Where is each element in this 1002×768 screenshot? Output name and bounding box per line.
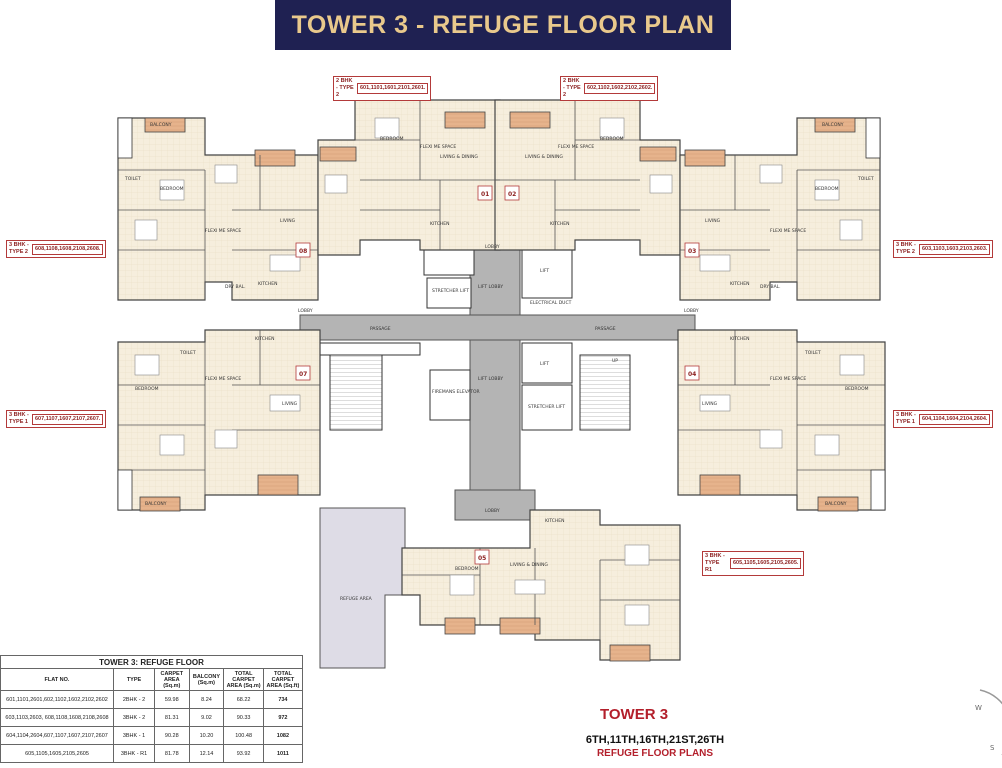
flat-02-footprint bbox=[494, 99, 681, 256]
label-lobby-top: LOBBY bbox=[485, 244, 500, 250]
label-electrical-duct: ELECTRICAL DUCT bbox=[530, 300, 572, 306]
label-lobby-right: LOBBY bbox=[684, 308, 699, 314]
header-total-sqft: TOTAL CARPET AREA (Sq.ft) bbox=[262, 668, 304, 691]
flat-number-05: 05 bbox=[478, 555, 486, 562]
flat-number-04: 04 bbox=[688, 371, 696, 378]
area-table-title: TOWER 3: REFUGE FLOOR bbox=[0, 655, 303, 669]
label-passage-right: PASSAGE bbox=[595, 326, 616, 332]
header-balcony: BALCONY (Sq.m) bbox=[188, 668, 225, 691]
flat-number-03: 03 bbox=[688, 248, 696, 255]
label-bedroom-07: BEDROOM bbox=[135, 386, 159, 392]
label-living-08: LIVING bbox=[280, 218, 296, 224]
header-total-sqm: TOTAL CARPET AREA (Sq.m) bbox=[223, 668, 264, 691]
label-dry-bal-08: DRY BAL. bbox=[225, 284, 246, 290]
label-bedroom-01: BEDROOM bbox=[380, 136, 404, 142]
label-bedroom-08: BEDROOM bbox=[160, 186, 184, 192]
furniture bbox=[134, 117, 865, 626]
label-flexi-02: FLEXI ME SPACE bbox=[558, 144, 594, 150]
label-dry-bal-03: DRY BAL. bbox=[760, 284, 781, 290]
label-kitchen-01: KITCHEN bbox=[430, 221, 450, 227]
label-up: UP bbox=[612, 358, 618, 364]
label-kitchen-05: KITCHEN bbox=[545, 518, 565, 524]
label-bedroom-03: BEDROOM bbox=[815, 186, 839, 192]
flat-number-07: 07 bbox=[299, 371, 307, 378]
flat-08-footprint bbox=[117, 117, 319, 301]
label-living-03: LIVING bbox=[705, 218, 721, 224]
header-carpet-area: CARPET AREA (Sq.m) bbox=[154, 668, 190, 691]
label-lobby-left: LOBBY bbox=[298, 308, 313, 314]
label-balcony-03: BALCONY bbox=[822, 122, 844, 128]
label-passage-left: PASSAGE bbox=[370, 326, 391, 332]
flat-03-footprint bbox=[679, 117, 881, 301]
plan-subtitle: REFUGE FLOOR PLANS bbox=[596, 748, 714, 759]
unit-tag-605: 3 BHK - TYPE R1605,1105,1605,2105,2605. bbox=[702, 551, 805, 576]
unit-tag-608: 3 BHK - TYPE 2608,1108,1608,2108,2608. bbox=[6, 240, 107, 258]
label-flexi-07: FLEXI ME SPACE bbox=[205, 376, 241, 382]
compass-icon: W S bbox=[975, 689, 1002, 755]
label-toilet-04: TOILET bbox=[804, 350, 821, 356]
page-title: TOWER 3 - REFUGE FLOOR PLAN bbox=[291, 10, 715, 39]
flat-number-08: 08 bbox=[299, 248, 307, 255]
label-kitchen-07: KITCHEN bbox=[255, 336, 275, 342]
label-balcony-07: BALCONY bbox=[145, 501, 167, 507]
label-lift-1: LIFT bbox=[540, 268, 549, 274]
label-kitchen-04: KITCHEN bbox=[730, 336, 750, 342]
label-kitchen-08: KITCHEN bbox=[258, 281, 278, 287]
label-living-dining-05: LIVING & DINING bbox=[510, 562, 548, 568]
balconies bbox=[139, 111, 859, 662]
label-flexi-04: FLEXI ME SPACE bbox=[770, 376, 806, 382]
label-living-dining-02: LIVING & DINING bbox=[525, 154, 563, 160]
label-lobby-bottom: LOBBY bbox=[485, 508, 500, 514]
label-living-04: LIVING bbox=[702, 401, 718, 407]
label-kitchen-02: KITCHEN bbox=[550, 221, 570, 227]
flat-number-01: 01 bbox=[481, 191, 489, 198]
label-bedroom-02: BEDROOM bbox=[600, 136, 624, 142]
unit-tag-602: 2 BHK - TYPE 2602,1102,1602,2102,2602. bbox=[560, 76, 659, 101]
unit-tag-603: 3 BHK - TYPE 2603,1103,1603,2103,2603. bbox=[893, 240, 994, 258]
label-balcony-08: BALCONY bbox=[150, 122, 172, 128]
flat-01-footprint bbox=[317, 99, 501, 256]
label-flexi-08: FLEXI ME SPACE bbox=[205, 228, 241, 234]
label-toilet-07: TOILET bbox=[179, 350, 196, 356]
label-fireman-elevator: FIREMANS ELEVATOR bbox=[432, 389, 480, 395]
label-flexi-03: FLEXI ME SPACE bbox=[770, 228, 806, 234]
unit-tag-607: 3 BHK - TYPE 1607,1107,1607,2107,2607. bbox=[6, 410, 107, 428]
label-toilet-03: TOILET bbox=[857, 176, 874, 182]
flat-number-02: 02 bbox=[508, 191, 516, 198]
tower-name: TOWER 3 bbox=[600, 706, 669, 723]
label-bedroom-04: BEDROOM bbox=[845, 386, 869, 392]
svg-text:S: S bbox=[990, 744, 995, 752]
svg-text:W: W bbox=[975, 704, 982, 712]
label-lift-lobby-2: LIFT LOBBY bbox=[478, 376, 503, 382]
title-banner: TOWER 3 - REFUGE FLOOR PLAN bbox=[275, 0, 731, 50]
label-stretcher-lift-2: STRETCHER LIFT bbox=[528, 404, 565, 410]
label-toilet-08: TOILET bbox=[124, 176, 141, 182]
label-living-dining-01: LIVING & DINING bbox=[440, 154, 478, 160]
label-kitchen-03: KITCHEN bbox=[730, 281, 750, 287]
unit-tag-604: 3 BHK - TYPE 1604,1104,1604,2104,2604. bbox=[893, 410, 994, 428]
label-bedroom-05: BEDROOM bbox=[455, 566, 479, 572]
label-lift-2: LIFT bbox=[540, 361, 549, 367]
shafts bbox=[117, 117, 886, 511]
area-table: TOWER 3: REFUGE FLOOR FLAT NO. TYPE CARP… bbox=[0, 655, 304, 763]
label-refuge-area: REFUGE AREA bbox=[340, 596, 373, 602]
building-core bbox=[299, 231, 696, 521]
unit-tag-601: 2 BHK - TYPE 2601,1101,1601,2101,2601. bbox=[333, 76, 432, 101]
header-flat-no: FLAT NO. bbox=[0, 668, 114, 691]
floor-list: 6TH,11TH,16TH,21ST,26TH bbox=[585, 734, 725, 746]
header-type: TYPE bbox=[113, 668, 155, 691]
label-stretcher-lift-1: STRETCHER LIFT bbox=[432, 288, 469, 294]
label-lift-lobby-1: LIFT LOBBY bbox=[478, 284, 503, 290]
label-balcony-04: BALCONY bbox=[825, 501, 847, 507]
label-flexi-01: FLEXI ME SPACE bbox=[420, 144, 456, 150]
label-living-07: LIVING bbox=[282, 401, 298, 407]
